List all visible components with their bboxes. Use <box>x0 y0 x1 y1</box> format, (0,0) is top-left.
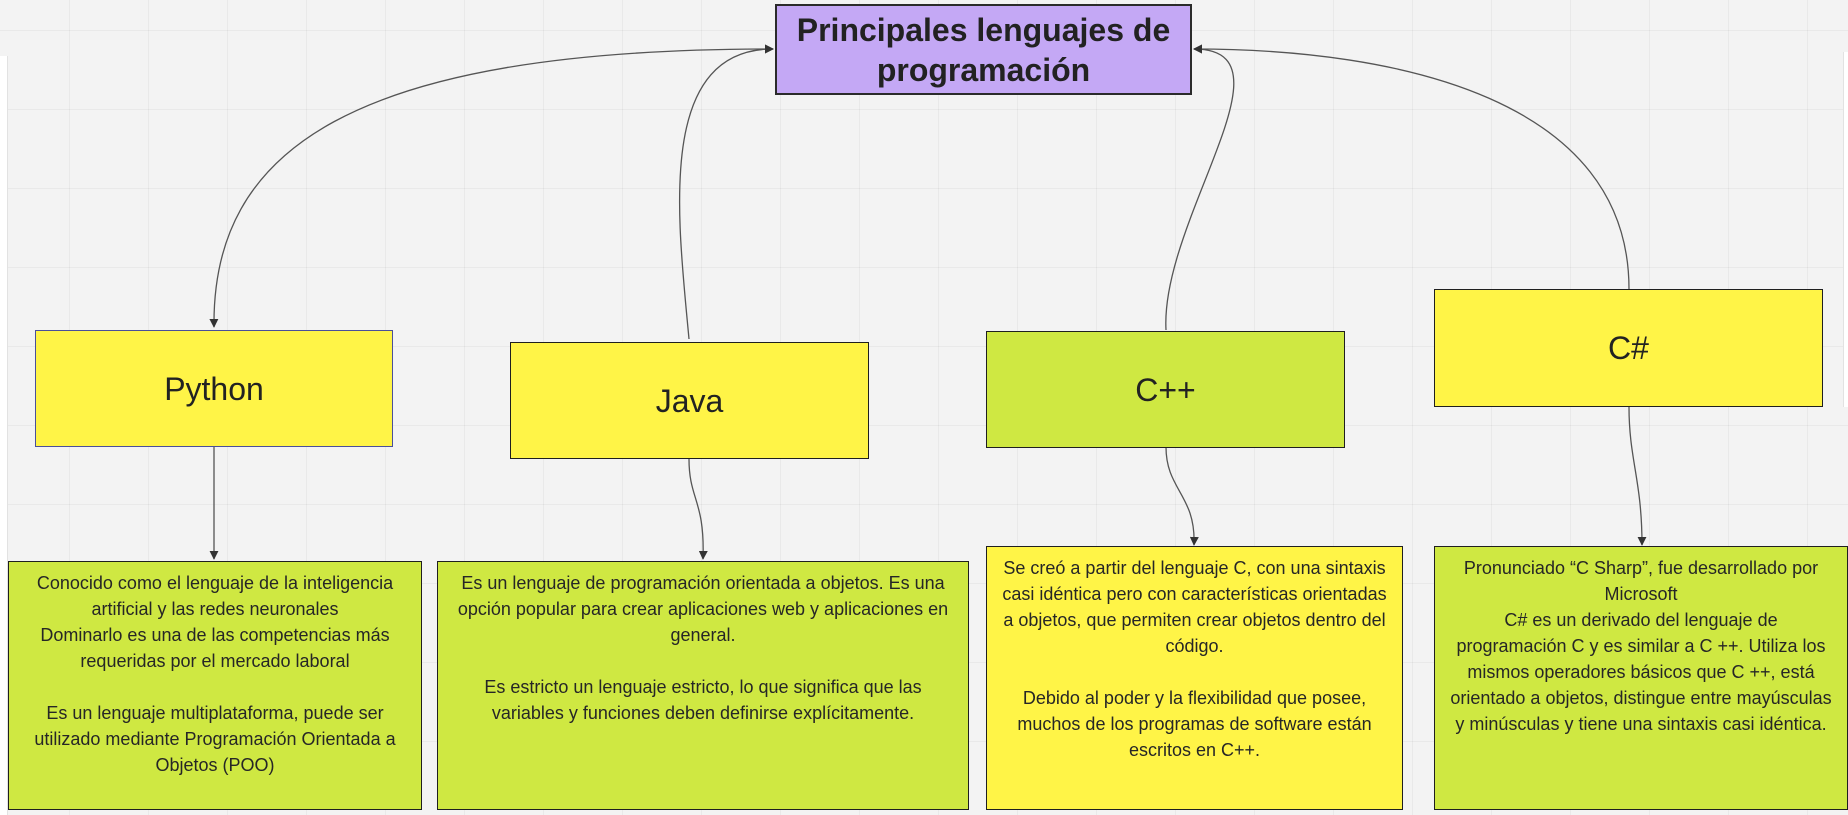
connector-cpp-desc[interactable] <box>1165 446 1199 546</box>
connector-csharp-desc[interactable] <box>1628 406 1647 546</box>
language-name: Python <box>164 370 264 407</box>
language-node-cpp[interactable]: C++ <box>986 331 1345 448</box>
connector-java-title[interactable] <box>679 44 774 340</box>
description-text: Se creó a partir del lenguaje C, con una… <box>1002 558 1387 760</box>
diagram-title-node[interactable]: Principales lenguajes de programación <box>775 4 1192 95</box>
connector-title-python[interactable] <box>209 44 774 328</box>
language-node-csharp[interactable]: C# <box>1434 289 1823 407</box>
diagram-title: Principales lenguajes de programación <box>796 11 1171 88</box>
description-node-cpp[interactable]: Se creó a partir del lenguaje C, con una… <box>986 546 1403 810</box>
language-name: C# <box>1608 330 1649 366</box>
connector-csharp-title[interactable] <box>1193 44 1630 290</box>
language-node-python[interactable]: Python <box>35 330 393 447</box>
description-text: Pronunciado “C Sharp”, fue desarrollado … <box>1450 558 1832 734</box>
right-panel-edge <box>1843 52 1848 407</box>
description-node-python[interactable]: Conocido como el lenguaje de la intelige… <box>8 561 422 810</box>
description-node-csharp[interactable]: Pronunciado “C Sharp”, fue desarrollado … <box>1434 546 1848 810</box>
description-text: Es un lenguaje de programación orientada… <box>457 573 949 723</box>
language-node-java[interactable]: Java <box>510 342 869 459</box>
connector-java-desc[interactable] <box>688 458 708 560</box>
language-name: Java <box>655 382 724 419</box>
language-name: C++ <box>1135 371 1196 408</box>
left-panel-edge <box>0 56 8 815</box>
description-text: Conocido como el lenguaje de la intelige… <box>34 573 396 775</box>
description-node-java[interactable]: Es un lenguaje de programación orientada… <box>437 561 969 810</box>
